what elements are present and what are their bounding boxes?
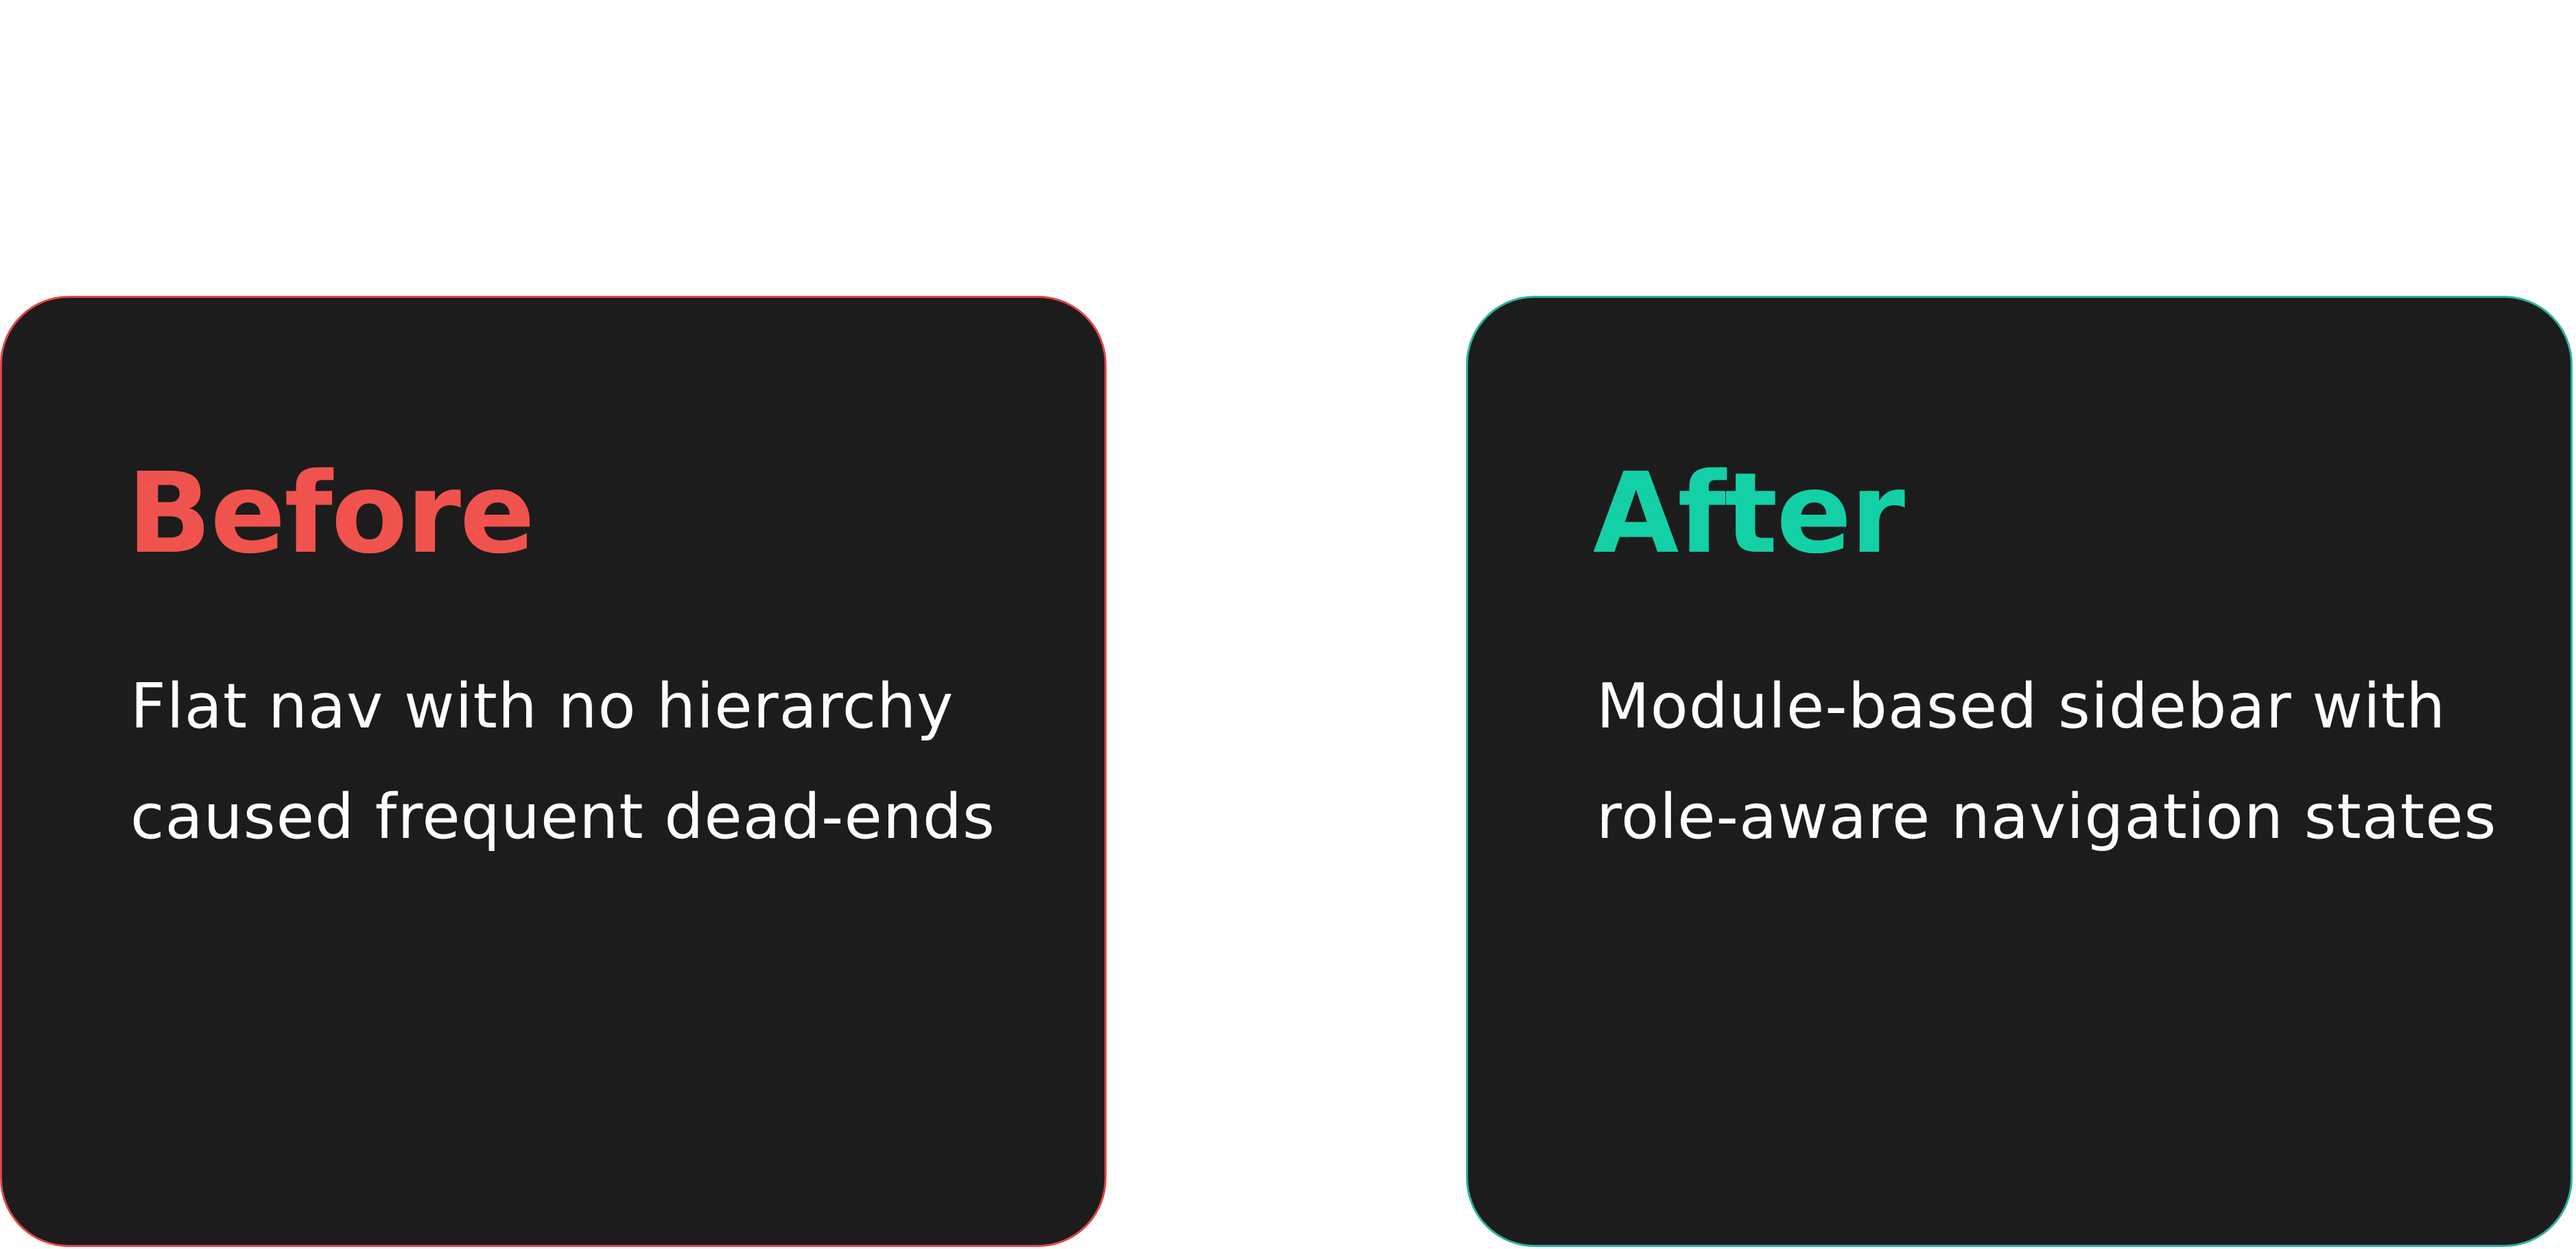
before-description: Flat nav with no hierarchy caused freque… <box>130 670 995 853</box>
after-heading: After <box>1593 450 1905 579</box>
after-card: After Module-based sidebar with role-awa… <box>1466 296 2573 1247</box>
after-description: Module-based sidebar with role-aware nav… <box>1596 670 2497 853</box>
before-card: Before Flat nav with no hierarchy caused… <box>0 296 1107 1247</box>
before-heading: Before <box>127 450 535 579</box>
